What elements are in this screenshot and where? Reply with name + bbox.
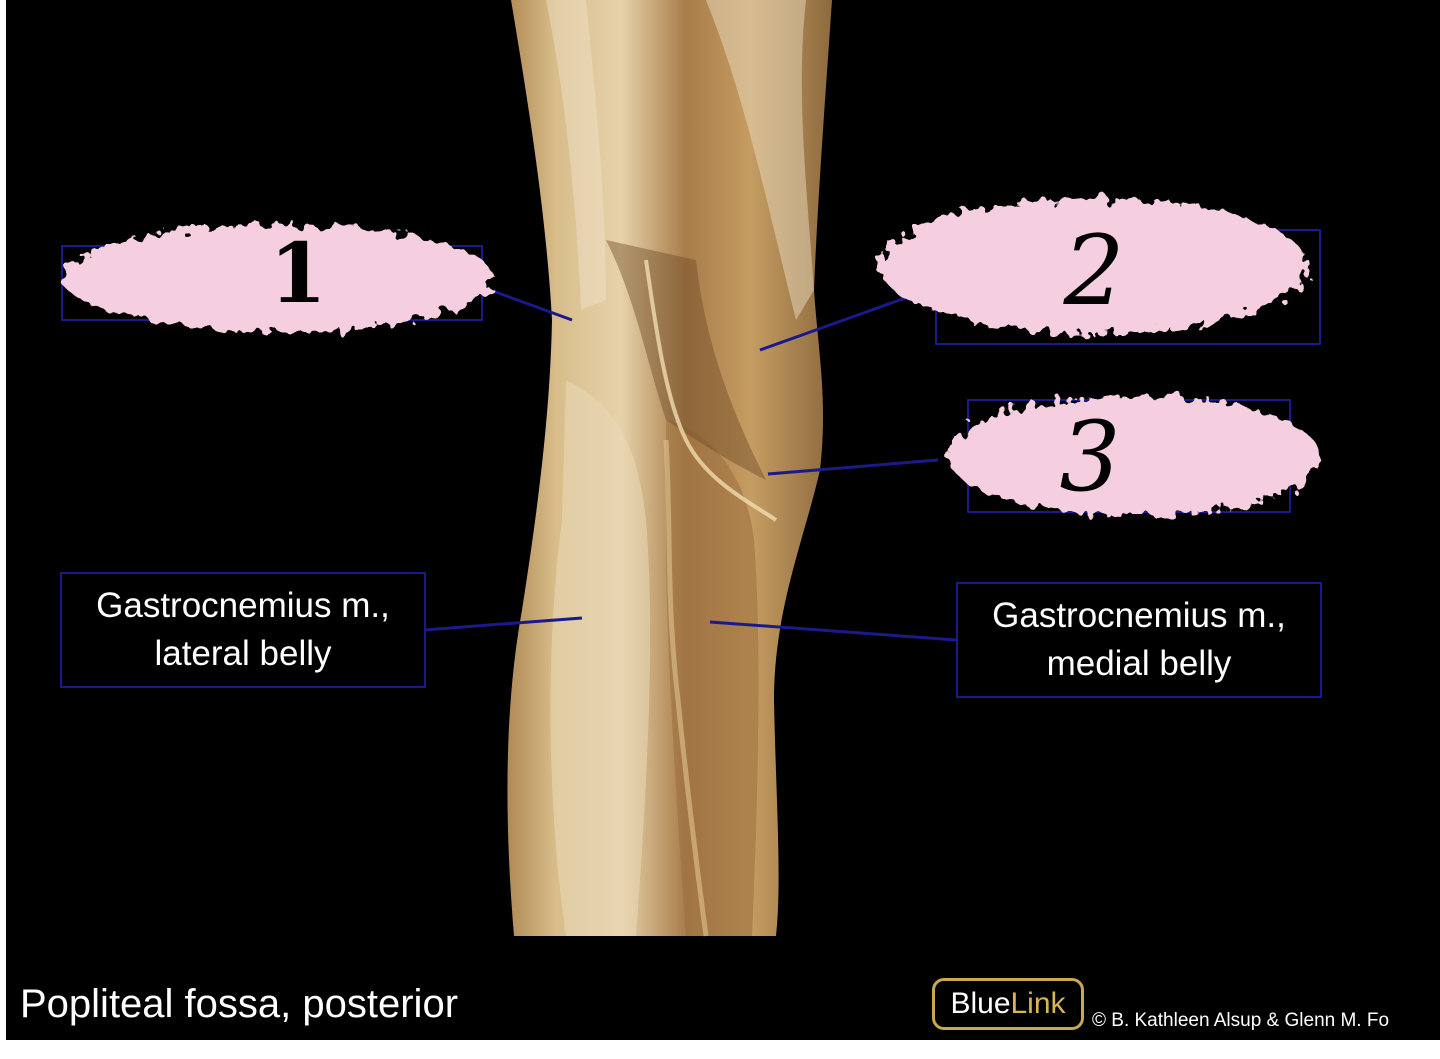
bluelink-logo: BlueLink [932,978,1084,1030]
bluelink-logo-blue: Blue [950,987,1011,1020]
leader-lines [423,288,957,642]
label-gastrocnemius-lateral-line1: Gastrocnemius m., [96,586,390,625]
label-gastrocnemius-lateral-line2: lateral belly [154,634,332,673]
slide: 1 2 3 Gastrocnemius m., lateral belly Ga… [6,0,1440,1040]
copyright-notice: © B. Kathleen Alsup & Glenn M. Fo [1092,1010,1390,1031]
label-gastrocnemius-lateral: Gastrocnemius m., lateral belly [60,572,426,688]
slide-caption: Popliteal fossa, posterior [20,982,459,1026]
label-gastrocnemius-medial-line1: Gastrocnemius m., [992,596,1286,635]
label-gastrocnemius-medial: Gastrocnemius m., medial belly [956,582,1322,698]
number-2: 2 [1062,215,1124,327]
specimen-photo: 1 2 3 [61,0,1321,937]
cover-patch-3 [948,396,1320,516]
number-3: 3 [1059,401,1120,513]
label-gastrocnemius-medial-line2: medial belly [1046,644,1232,683]
bluelink-logo-link: Link [1010,987,1066,1020]
cover-patch-1 [62,224,494,332]
number-1: 1 [269,226,326,322]
cover-patch-2 [880,198,1308,334]
